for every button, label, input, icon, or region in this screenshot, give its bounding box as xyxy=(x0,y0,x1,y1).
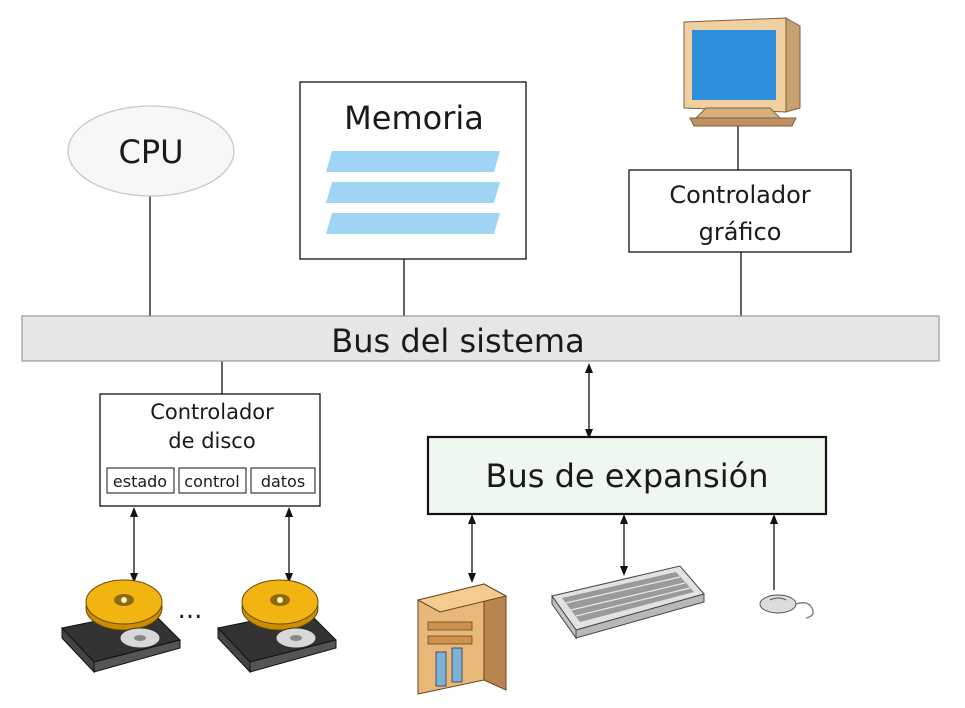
graphics-controller-label-line1: Controlador xyxy=(669,181,810,209)
mouse-icon xyxy=(759,594,814,619)
more-disks-ellipsis: ... xyxy=(178,595,203,625)
memory-bar xyxy=(326,151,500,172)
system-bus: Bus del sistema xyxy=(21,315,940,362)
memory-bar xyxy=(326,213,500,234)
cpu-label: CPU xyxy=(118,133,183,171)
monitor-icon xyxy=(683,17,801,127)
expansion-bus: Bus de expansión xyxy=(426,435,828,516)
expansion-bus-label: Bus de expansión xyxy=(486,457,769,495)
connectors xyxy=(149,126,742,394)
computer-tower-icon xyxy=(416,583,508,695)
memory-label: Memoria xyxy=(344,99,484,137)
memory-node: Memoria xyxy=(299,81,527,260)
hard-disk-icon xyxy=(217,579,337,674)
keyboard-icon xyxy=(551,565,705,640)
cpu-node: CPU xyxy=(67,105,235,197)
disk-controller-label-line1: Controlador xyxy=(150,400,274,424)
register-status: estado xyxy=(113,472,167,491)
register-data: datos xyxy=(261,472,305,491)
arrows xyxy=(130,363,778,590)
graphics-controller-label-line2: gráfico xyxy=(699,218,782,246)
system-bus-label: Bus del sistema xyxy=(331,322,584,360)
register-control: control xyxy=(184,472,239,491)
hard-disk-icon xyxy=(61,579,181,674)
graphics-controller-node: Controlador gráfico xyxy=(628,169,852,253)
memory-bar xyxy=(326,182,500,203)
disk-controller-node: Controlador de disco estado control dato… xyxy=(99,393,321,507)
disk-controller-label-line2: de disco xyxy=(168,429,255,453)
